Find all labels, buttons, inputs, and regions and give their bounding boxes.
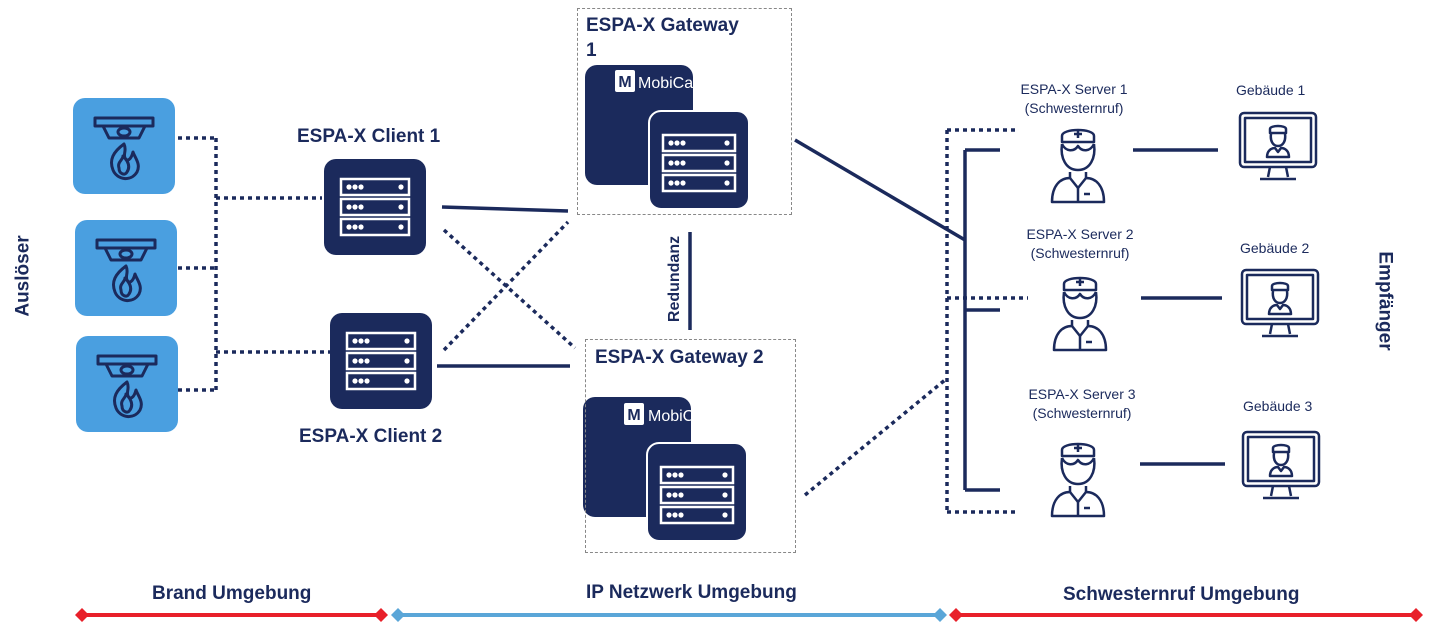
nurse-icon (1052, 276, 1108, 352)
client1-server-rack-icon (322, 157, 428, 257)
server3-sub: (Schwesternruf) (1032, 405, 1132, 421)
nurse-icon (1050, 442, 1106, 518)
diamond-marker (949, 608, 963, 622)
ip-environment-label: IP Netzwerk Umgebung (586, 582, 797, 603)
gateway1-logo-text: MobiCall (638, 75, 700, 92)
gateway2-logo-text: MobiCall (648, 408, 710, 425)
gateway1-mobicall-logo: M MobiCall (615, 70, 700, 92)
smoke-detector-fire-icon (71, 96, 177, 196)
monitor-nurse-icon (1240, 268, 1320, 338)
diamond-marker (374, 608, 388, 622)
client2-gateway1-link (442, 220, 570, 352)
server2-sub: (Schwesternruf) (1030, 245, 1130, 261)
monitor-nurse-icon (1238, 111, 1318, 181)
building3-label: Gebäude 3 (1243, 398, 1313, 414)
trigger-side-label: Auslöser (12, 235, 34, 317)
server3-name: ESPA-X Server 3 (1028, 386, 1136, 402)
gateway1-label-line2: 1 (586, 40, 597, 61)
redundancy-label: Redundanz (666, 235, 684, 323)
gateway2-box (585, 339, 796, 553)
monitor-nurse-icon (1241, 430, 1321, 500)
server3-label: ESPA-X Server 3 (Schwesternruf) (1012, 385, 1152, 423)
smoke-detector-fire-icon (74, 334, 180, 434)
nurse-environment-label: Schwesternruf Umgebung (1063, 584, 1300, 605)
nurse-icon (1050, 128, 1106, 204)
diamond-marker (391, 608, 405, 622)
brand-environment-label: Brand Umgebung (152, 583, 312, 604)
smoke-detector-fire-icon (73, 218, 179, 318)
gateway2-label: ESPA-X Gateway 2 (595, 347, 764, 368)
gateway1-logo-letter: M (618, 74, 631, 91)
environment-bars (75, 608, 1423, 622)
client1-gateway1-link (441, 205, 569, 213)
diamond-marker (75, 608, 89, 622)
gateway2-server-link (803, 378, 947, 497)
client1-label: ESPA-X Client 1 (297, 126, 441, 147)
diamond-marker (1409, 608, 1423, 622)
gateway1-server-link (794, 138, 966, 242)
gateway2-logo-letter: M (627, 407, 640, 424)
client2-label: ESPA-X Client 2 (299, 426, 443, 447)
server1-label: ESPA-X Server 1 (Schwesternruf) (1004, 80, 1144, 118)
gateway1-label-line1: ESPA-X Gateway (586, 15, 739, 36)
receiver-side-label: Empfänger (1374, 251, 1396, 351)
building2-label: Gebäude 2 (1240, 240, 1310, 256)
building1-label: Gebäude 1 (1236, 82, 1306, 98)
connection-lines (178, 128, 1225, 514)
client1-gateway2-link (442, 228, 577, 350)
server2-name: ESPA-X Server 2 (1026, 226, 1134, 242)
server1-name: ESPA-X Server 1 (1020, 81, 1128, 97)
server1-sub: (Schwesternruf) (1024, 100, 1124, 116)
diamond-marker (933, 608, 947, 622)
server2-label: ESPA-X Server 2 (Schwesternruf) (1010, 225, 1150, 263)
gateway2-mobicall-logo: M MobiCall (624, 403, 710, 425)
client2-server-rack-icon (328, 311, 434, 411)
gateway1-box (577, 8, 792, 215)
